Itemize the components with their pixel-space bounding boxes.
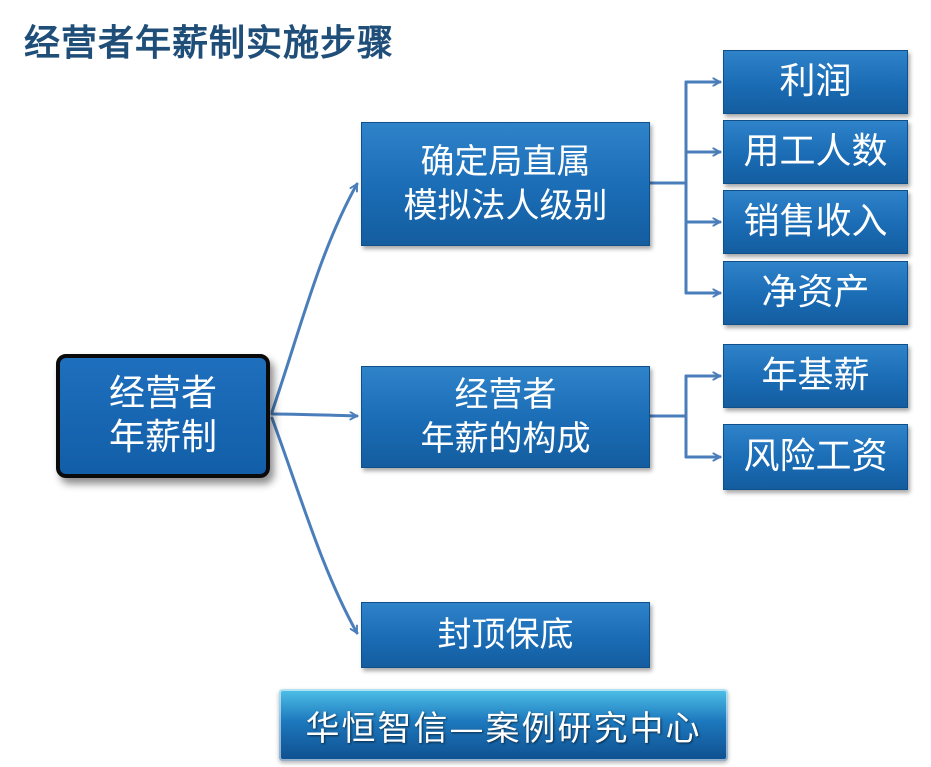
- leaf-node-base-salary: 年基薪: [723, 344, 908, 408]
- branch-node-composition: 经营者 年薪的构成: [361, 366, 650, 468]
- leaf-node-label: 利润: [779, 61, 852, 102]
- leaf-node-label: 用工人数: [743, 131, 888, 172]
- root-node: 经营者 年薪制: [56, 354, 270, 478]
- footer-banner: 华恒智信—案例研究中心: [279, 689, 728, 761]
- root-node-label: 经营者 年薪制: [108, 373, 217, 458]
- connector-root-to-composition: [270, 414, 359, 416]
- leaf-node-label: 年基薪: [761, 355, 870, 396]
- branch-node-cap: 封顶保底: [361, 602, 650, 668]
- leaf-node-label: 销售收入: [743, 201, 888, 242]
- leaf-node-profit: 利润: [723, 50, 908, 114]
- leaf-node-net-assets: 净资产: [723, 261, 908, 325]
- branch-node-level: 确定局直属 模拟法人级别: [361, 122, 650, 246]
- branch-node-label: 经营者 年薪的构成: [420, 375, 591, 459]
- branch-node-label: 确定局直属 模拟法人级别: [403, 142, 608, 226]
- leaf-node-label: 风险工资: [743, 436, 888, 477]
- leaf-node-risk-pay: 风险工资: [723, 424, 908, 490]
- slide-title: 经营者年薪制实施步骤: [24, 23, 395, 64]
- leaf-node-sales-revenue: 销售收入: [723, 190, 908, 254]
- branch-node-label: 封顶保底: [437, 615, 574, 655]
- leaf-node-headcount: 用工人数: [723, 120, 908, 184]
- footer-banner-label: 华恒智信—案例研究中心: [305, 708, 702, 749]
- leaf-node-label: 净资产: [761, 272, 870, 313]
- connector-root-to-cap: [270, 416, 359, 635]
- connector-root-to-level: [270, 182, 359, 414]
